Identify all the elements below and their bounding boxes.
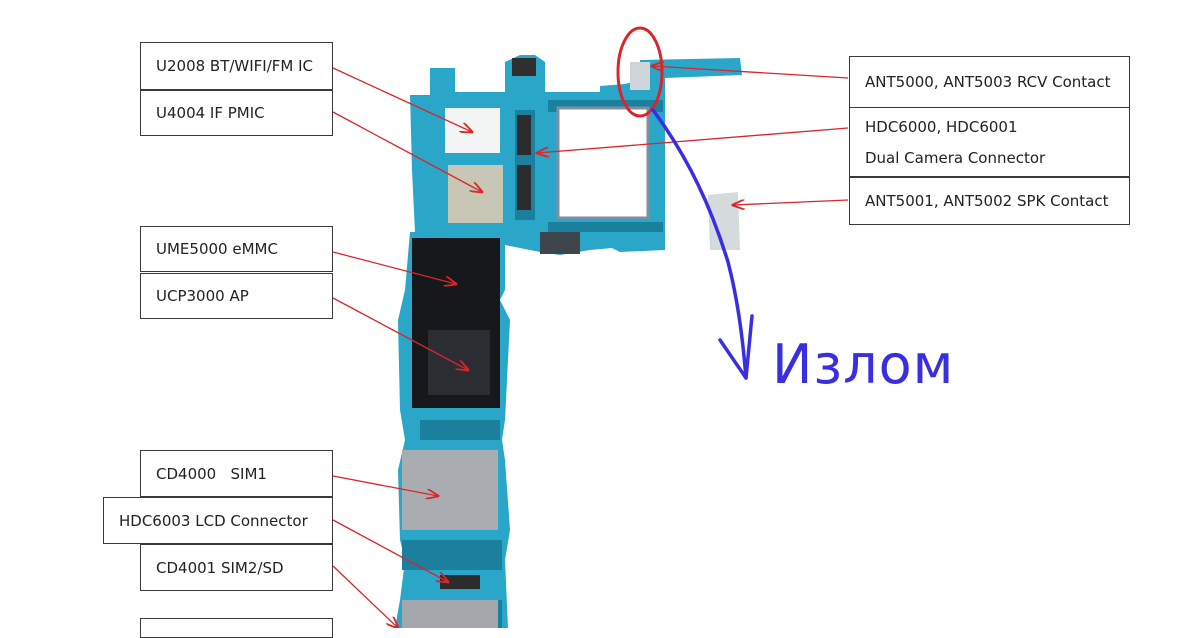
label-ant5000-highlight: RCV Contact: [1017, 73, 1111, 91]
pmic-chip: [448, 165, 503, 223]
ap-chip-marking: [428, 330, 490, 395]
fracture-annotation: Излом: [772, 333, 954, 396]
top-connector: [512, 58, 536, 76]
camera-connector-1: [517, 115, 531, 155]
label-ant5000: ANT5000, ANT5003 RCV Contact: [849, 56, 1130, 108]
label-cd4001: CD4001 SIM2/SD: [140, 544, 333, 591]
arrow-cd4001: [333, 566, 398, 628]
fracture-arrowhead: [720, 316, 752, 378]
label-ume5000: UME5000 eMMC: [140, 226, 333, 272]
label-partial-bottom: [140, 618, 333, 638]
label-hdc6000: HDC6000, HDC6001 Dual Camera Connector: [849, 107, 1130, 177]
label-ucp3000: UCP3000 AP: [140, 273, 333, 319]
label-u2008: U2008 BT/WIFI/FM IC: [140, 42, 333, 90]
audio-jack: [540, 232, 580, 254]
wifi-ic-chip: [445, 108, 500, 153]
arrow-ant5001: [733, 200, 848, 205]
rcv-contact: [630, 62, 650, 90]
label-hdc6000-line1: HDC6000, HDC6001: [865, 118, 1018, 136]
label-ant5001: ANT5001, ANT5002 SPK Contact: [849, 177, 1130, 225]
sim2-tray: [402, 600, 498, 628]
lcd-connector: [440, 575, 480, 589]
camera-window: [558, 108, 648, 218]
camera-connector-2: [517, 165, 531, 210]
label-u4004: U4004 IF PMIC: [140, 90, 333, 136]
label-hdc6000-line2: Dual Camera Connector: [865, 149, 1045, 167]
label-hdc6003: HDC6003 LCD Connector: [103, 497, 333, 544]
label-cd4000: CD4000 SIM1: [140, 450, 333, 497]
sim1-tray: [402, 450, 498, 530]
label-ant5000-prefix: ANT5000, ANT5003: [865, 73, 1017, 91]
